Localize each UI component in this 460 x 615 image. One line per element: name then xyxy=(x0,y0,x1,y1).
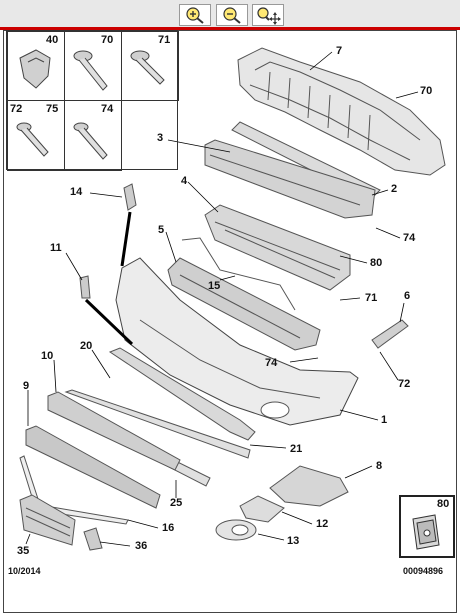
zoom-pan-button[interactable] xyxy=(252,4,284,26)
callout-5[interactable]: 5 xyxy=(158,224,165,236)
callout-10[interactable]: 10 xyxy=(41,350,54,362)
toolbar xyxy=(0,0,460,30)
part-cell-71[interactable]: 71 xyxy=(121,31,179,101)
callout-15[interactable]: 15 xyxy=(208,280,221,292)
part-label-74: 74 xyxy=(101,103,114,115)
hardware-parts-box: 40 70 71 72 75 74 xyxy=(6,30,179,171)
callout-21[interactable]: 21 xyxy=(290,443,303,455)
callout-71[interactable]: 71 xyxy=(365,292,378,304)
callout-72[interactable]: 72 xyxy=(398,378,411,390)
zoom-out-icon xyxy=(223,7,241,24)
callout-1[interactable]: 1 xyxy=(381,414,388,426)
part-cell-72-75[interactable]: 72 75 xyxy=(7,100,65,171)
zoom-out-button[interactable] xyxy=(216,4,248,26)
zoom-in-icon xyxy=(186,7,204,24)
callout-13[interactable]: 13 xyxy=(287,535,300,547)
callout-3[interactable]: 3 xyxy=(157,132,164,144)
part-label-75: 75 xyxy=(46,103,59,115)
part-cell-74[interactable]: 74 xyxy=(64,100,122,171)
inset-label-80: 80 xyxy=(437,498,450,510)
callout-6[interactable]: 6 xyxy=(404,290,411,302)
clip-icon xyxy=(19,49,51,89)
zoom-move-icon xyxy=(257,7,281,25)
footer-reference: 00094896 xyxy=(403,566,444,576)
callout-20[interactable]: 20 xyxy=(80,340,93,352)
callout-74[interactable]: 74 xyxy=(403,232,416,244)
part-cell-40[interactable]: 40 xyxy=(7,31,65,101)
nut-clip-icon xyxy=(412,514,440,550)
callout-16[interactable]: 16 xyxy=(162,522,175,534)
callout-25[interactable]: 25 xyxy=(170,497,183,509)
footer-date: 10/2014 xyxy=(8,566,41,576)
callout-9[interactable]: 9 xyxy=(23,380,30,392)
callout-11[interactable]: 11 xyxy=(50,242,62,254)
screw-icon xyxy=(73,50,108,91)
bolt-icon xyxy=(16,122,49,157)
part-label-71: 71 xyxy=(158,34,171,46)
diagram-frame xyxy=(3,30,457,613)
screw-icon xyxy=(130,50,165,85)
bolt-icon xyxy=(73,122,108,160)
callout-2[interactable]: 2 xyxy=(391,183,398,195)
part-cell-70[interactable]: 70 xyxy=(64,31,122,101)
callout-36[interactable]: 36 xyxy=(135,540,148,552)
part-label-70: 70 xyxy=(101,34,114,46)
callout-70[interactable]: 70 xyxy=(420,85,433,97)
callout-8[interactable]: 8 xyxy=(376,460,383,472)
callout-80[interactable]: 80 xyxy=(370,257,383,269)
part-label-40: 40 xyxy=(46,34,59,46)
part-label-72: 72 xyxy=(10,103,23,115)
zoom-in-button[interactable] xyxy=(179,4,211,26)
callout-7[interactable]: 7 xyxy=(336,45,343,57)
callout-74-lower[interactable]: 74 xyxy=(265,357,278,369)
callout-35[interactable]: 35 xyxy=(17,545,30,557)
callout-12[interactable]: 12 xyxy=(316,518,329,530)
callout-4[interactable]: 4 xyxy=(181,175,188,187)
callout-14[interactable]: 14 xyxy=(70,186,83,198)
inset-part-80[interactable]: 80 xyxy=(399,495,455,558)
